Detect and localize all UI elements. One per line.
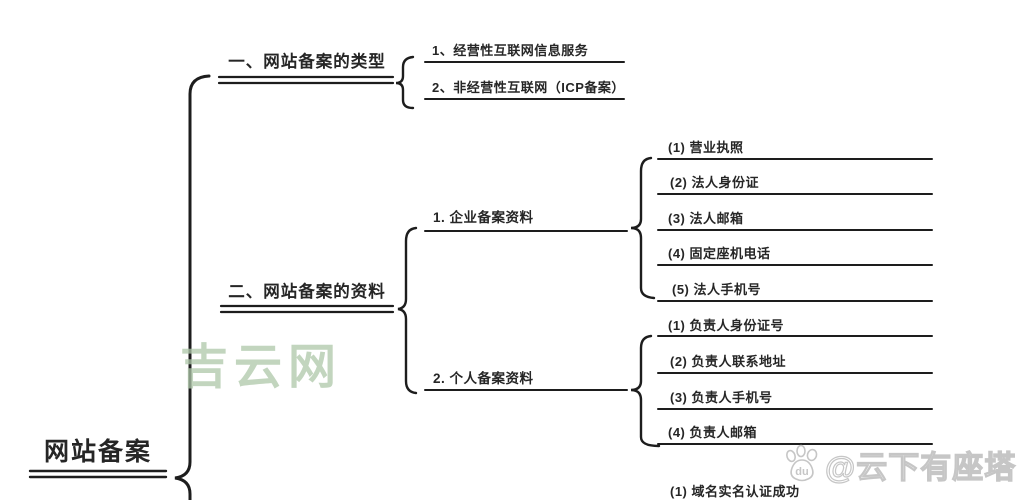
leaf-legal-email: (3) 法人邮箱 (668, 211, 744, 226)
site-watermark: 吉云网 (180, 341, 343, 394)
root-node-label: 网站备案 (43, 438, 152, 466)
leaf-responsible-address: (2) 负责人联系地址 (670, 354, 787, 369)
branch2-children-brace (397, 226, 418, 395)
leaf-type-commercial: 1、经营性互联网信息服务 (432, 43, 589, 58)
paw-du-label: du (795, 466, 808, 478)
branch2-double-underline (219, 304, 395, 314)
root-double-underline (28, 469, 168, 479)
enterprise-children-brace (630, 156, 656, 300)
leaf-legal-id-card: (2) 法人身份证 (670, 175, 760, 190)
leaf-responsible-mobile: (3) 负责人手机号 (670, 390, 773, 405)
leaf-responsible-email: (4) 负责人邮箱 (668, 425, 758, 440)
leaf-legal-mobile: (5) 法人手机号 (672, 282, 762, 297)
branch1-title: 一、网站备案的类型 (228, 53, 386, 71)
branch1-double-underline (217, 75, 395, 85)
personal-children-brace (630, 334, 661, 448)
leaf-business-license: (1) 营业执照 (668, 140, 744, 155)
author-watermark-text: @云下有座塔 (824, 449, 1017, 485)
root-brace (174, 74, 211, 500)
leaf-responsible-id-number: (1) 负责人身份证号 (668, 318, 785, 333)
paw-icon: du (786, 444, 818, 481)
enterprise-node-title: 1. 企业备案资料 (433, 210, 534, 225)
personal-node-title: 2. 个人备案资料 (433, 371, 534, 386)
leaf-landline-phone: (4) 固定座机电话 (668, 246, 771, 261)
leaf-domain-realname-verified: (1) 域名实名认证成功 (670, 484, 800, 499)
branch2-title: 二、网站备案的资料 (228, 283, 386, 301)
author-watermark: du @云下有座塔 (783, 442, 1016, 487)
leaf-type-noncommercial: 2、非经营性互联网（ICP备案） (432, 80, 625, 95)
branch1-children-brace (395, 55, 415, 110)
